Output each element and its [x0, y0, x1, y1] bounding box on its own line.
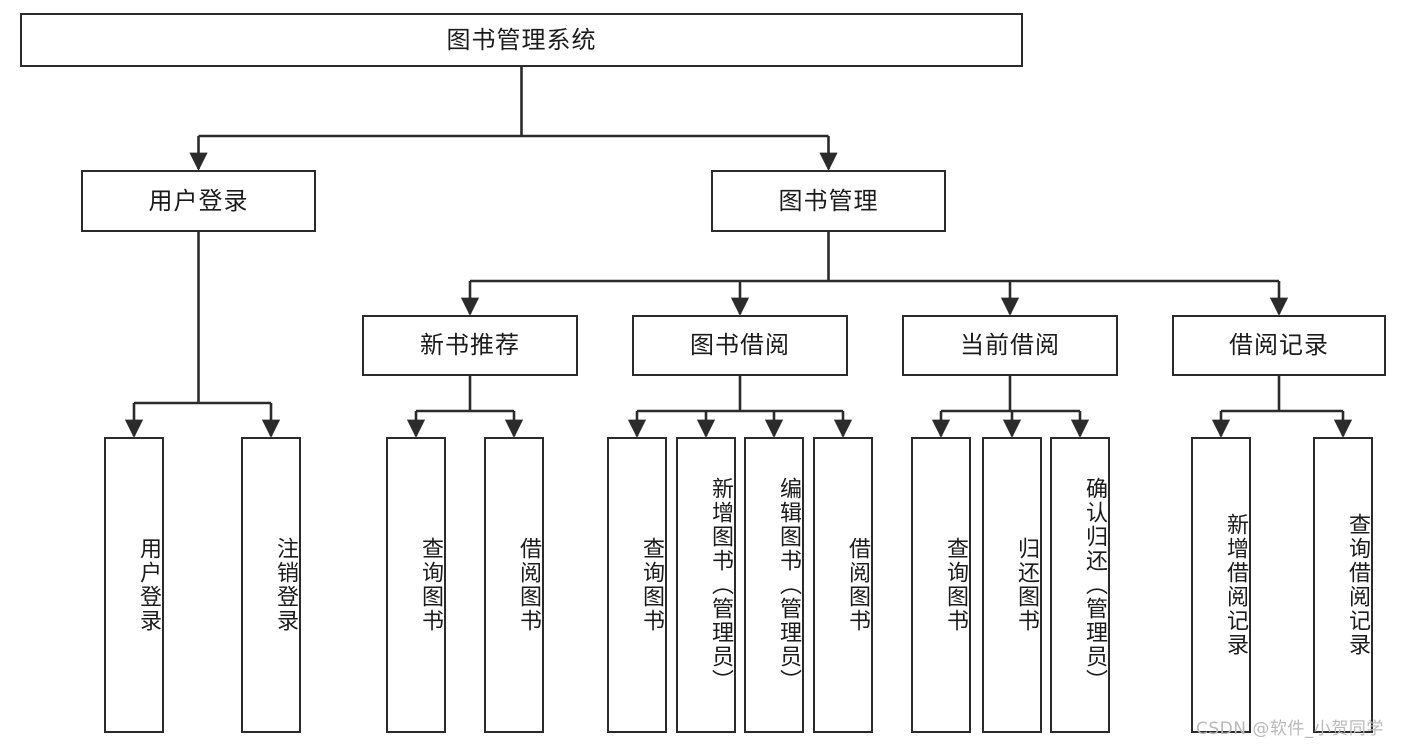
node-label: 借阅记录 [1229, 331, 1329, 360]
node-leaf13[interactable]: 查询借阅记录 [1313, 437, 1373, 733]
node-label: 新增图书（管理员） [708, 477, 733, 693]
node-leaf6[interactable]: 新增图书（管理员） [676, 437, 736, 733]
node-leaf10[interactable]: 归还图书 [982, 437, 1042, 733]
node-label: 查询图书 [943, 537, 968, 633]
node-label: 借阅图书 [845, 537, 870, 633]
node-borrow[interactable]: 图书借阅 [632, 315, 848, 376]
node-label: 图书管理 [778, 186, 879, 215]
node-newbook[interactable]: 新书推荐 [362, 315, 578, 376]
node-label: 查询借阅记录 [1345, 513, 1370, 657]
node-current[interactable]: 当前借阅 [902, 315, 1118, 376]
node-label: 图书借阅 [690, 331, 790, 360]
node-label: 确认归还（管理员） [1082, 477, 1107, 693]
node-leaf12[interactable]: 新增借阅记录 [1191, 437, 1251, 733]
node-login[interactable]: 用户登录 [81, 170, 316, 232]
node-label: 用户登录 [148, 186, 249, 215]
node-leaf2[interactable]: 注销登录 [241, 437, 301, 733]
node-label: 新书推荐 [420, 331, 520, 360]
node-label: 借阅图书 [516, 537, 541, 633]
node-label: 查询图书 [639, 537, 664, 633]
node-leaf4[interactable]: 借阅图书 [484, 437, 544, 733]
node-label: 查询图书 [418, 537, 443, 633]
node-leaf11[interactable]: 确认归还（管理员） [1050, 437, 1110, 733]
node-leaf8[interactable]: 借阅图书 [813, 437, 873, 733]
node-label: 归还图书 [1014, 537, 1039, 633]
node-label: 编辑图书（管理员） [776, 477, 801, 693]
watermark: CSDN @软件_小贺同学 [1196, 719, 1384, 739]
node-label: 图书管理系统 [446, 25, 597, 54]
node-leaf5[interactable]: 查询图书 [607, 437, 667, 733]
node-root[interactable]: 图书管理系统 [20, 13, 1023, 67]
node-label: 当前借阅 [960, 331, 1060, 360]
node-records[interactable]: 借阅记录 [1172, 315, 1386, 376]
node-label: 注销登录 [273, 537, 298, 633]
node-label: 新增借阅记录 [1223, 513, 1248, 657]
node-leaf7[interactable]: 编辑图书（管理员） [744, 437, 804, 733]
node-label: 用户登录 [136, 537, 161, 633]
node-leaf3[interactable]: 查询图书 [386, 437, 446, 733]
node-bookmgmt[interactable]: 图书管理 [711, 170, 946, 232]
node-leaf9[interactable]: 查询图书 [911, 437, 971, 733]
node-leaf1[interactable]: 用户登录 [104, 437, 164, 733]
